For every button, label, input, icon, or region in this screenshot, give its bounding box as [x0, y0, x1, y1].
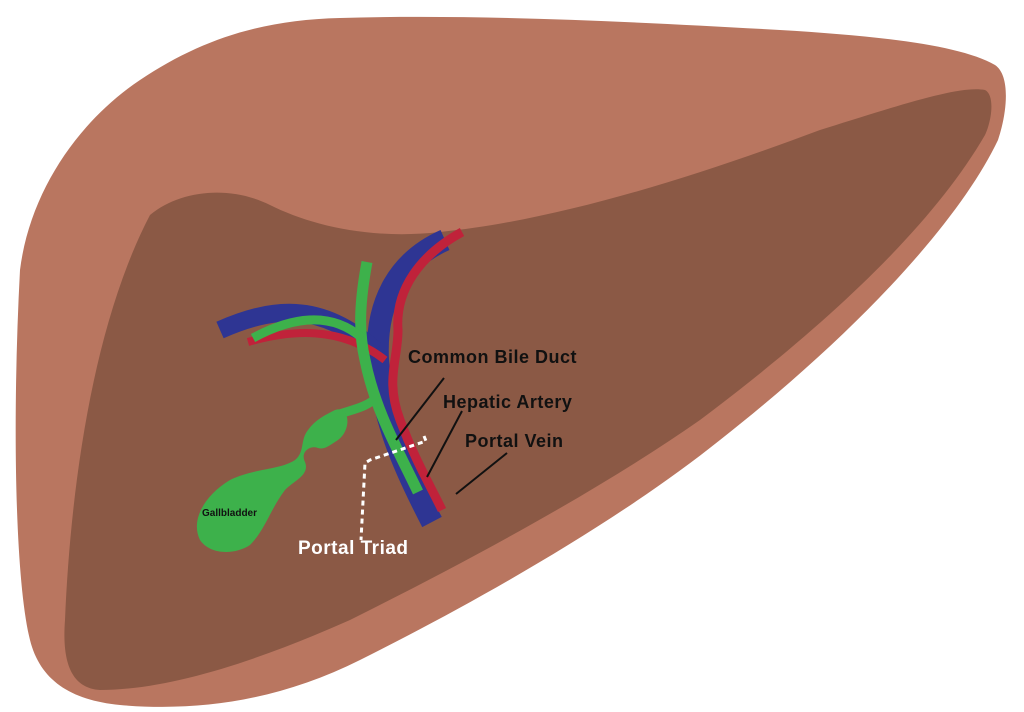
label-portal-triad: Portal Triad — [298, 538, 409, 559]
label-portal-vein: Portal Vein — [465, 431, 564, 451]
label-gallbladder: Gallbladder — [202, 508, 258, 519]
liver-inner — [64, 89, 992, 690]
portal-triad-marker — [359, 435, 428, 541]
hepatic-artery — [388, 228, 465, 512]
pointer-common-bile-duct — [395, 377, 445, 441]
pointer-hepatic-artery — [426, 410, 463, 478]
pointer-portal-vein — [455, 452, 508, 495]
label-common-bile-duct: Common Bile Duct — [408, 347, 578, 367]
label-hepatic-artery: Hepatic Artery — [443, 392, 573, 412]
hepatic-artery-left-branch — [246, 329, 388, 364]
bile-duct-left-branch — [250, 315, 365, 342]
gallbladder — [196, 409, 348, 552]
bile-duct — [355, 261, 423, 495]
